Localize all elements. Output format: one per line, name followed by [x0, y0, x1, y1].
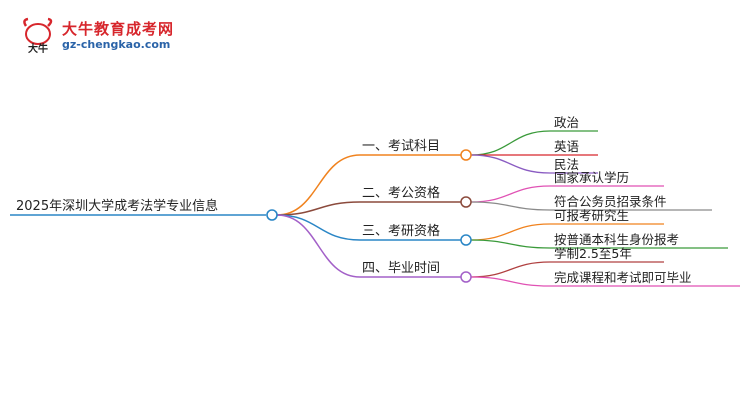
brand-name: 大牛教育成考网: [62, 20, 175, 38]
branch-node-dot-4[interactable]: [460, 271, 472, 283]
root-label: 2025年深圳大学成考法学专业信息: [16, 198, 218, 214]
child-label-1-1: 政治: [554, 115, 579, 130]
child-label-4-2: 完成课程和考试即可毕业: [554, 270, 692, 285]
mind-map-edges: [10, 130, 740, 287]
edge-root-to-branch-1: [276, 154, 361, 216]
edge-branch-1-child-3: [470, 154, 551, 174]
edge-branch-4-child-1: [470, 261, 551, 278]
child-label-3-2: 按普通本科生身份报考: [554, 232, 679, 247]
branch-label-4: 四、毕业时间: [362, 261, 440, 276]
child-label-1-2: 英语: [554, 139, 579, 154]
child-label-4-1: 学制2.5至5年: [554, 246, 632, 261]
branch-label-3: 三、考研资格: [362, 223, 440, 239]
branch-label-2: 二、考公资格: [362, 185, 440, 201]
edge-root-to-branch-2: [276, 201, 361, 216]
edge-branch-2-child-2: [470, 201, 551, 211]
edge-root-to-branch-3: [276, 214, 361, 241]
logo-mark-text: 大牛: [28, 42, 48, 55]
edge-root-to-branch-4: [276, 214, 361, 278]
edge-branch-3-child-1: [470, 223, 551, 241]
brand-url: gz-chengkao.com: [62, 38, 171, 51]
edge-branch-4-child-2: [470, 276, 551, 287]
root-node-dot[interactable]: [266, 209, 278, 221]
brand-logo[interactable]: 大牛 大牛教育成考网 gz-chengkao.com: [18, 16, 218, 56]
child-label-3-1: 可报考研究生: [554, 208, 629, 223]
edge-branch-2-child-1: [470, 185, 551, 203]
edge-branch-1-child-1: [470, 130, 551, 156]
edge-branch-3-child-2: [470, 239, 551, 249]
child-label-2-1: 国家承认学历: [554, 170, 629, 185]
branch-node-dot-3[interactable]: [460, 234, 472, 246]
branch-label-1: 一、考试科目: [362, 139, 440, 154]
branch-node-dot-1[interactable]: [460, 149, 472, 161]
branch-node-dot-2[interactable]: [460, 196, 472, 208]
child-label-2-2: 符合公务员招录条件: [554, 194, 667, 209]
bull-logo-icon: 大牛: [23, 17, 53, 55]
child-label-1-3: 民法: [554, 157, 579, 172]
